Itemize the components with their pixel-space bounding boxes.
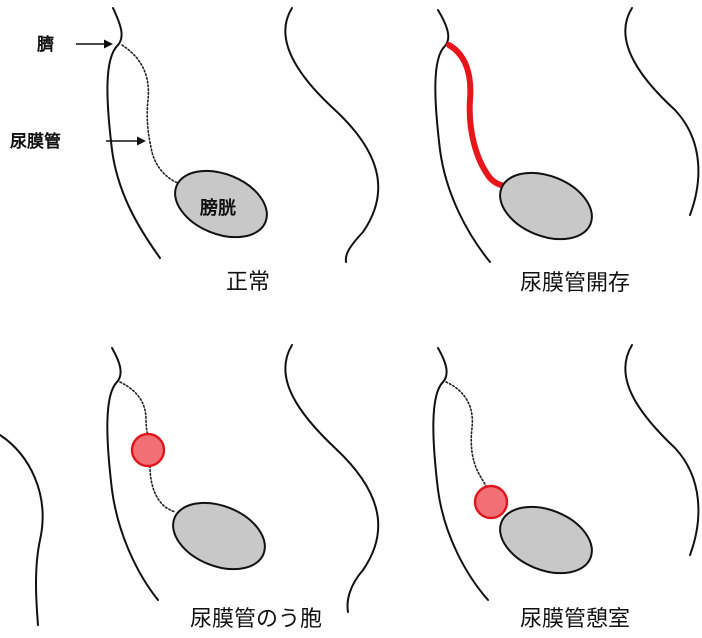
navel-label: 臍 — [37, 34, 54, 55]
panel-caption-patent: 尿膜管開存 — [520, 271, 630, 296]
panel-caption-normal: 正常 — [226, 270, 270, 295]
front-body-outline — [106, 347, 159, 601]
panel-normal: 膀胱 臍 尿膜管 正常 — [10, 7, 380, 295]
front-body-outline — [432, 347, 489, 601]
panel-patent-urachus: 尿膜管開存 — [434, 7, 700, 296]
panel-caption-diverticulum: 尿膜管憩室 — [520, 607, 630, 632]
urachal-cyst-circle — [130, 432, 166, 468]
back-body-outline — [624, 344, 700, 556]
panel-urachal-cyst: 尿膜管のう胞 — [0, 344, 380, 632]
back-body-outline — [624, 7, 700, 216]
bladder-shape — [174, 169, 268, 239]
urachus-dotted-upper — [119, 381, 149, 437]
urachus-label: 尿膜管 — [10, 131, 61, 152]
urachus-dotted-line — [445, 381, 487, 487]
left-partial-outline — [0, 434, 44, 626]
bladder-shape — [172, 501, 266, 571]
bladder-label: 膀胱 — [199, 197, 236, 219]
front-body-outline — [434, 9, 491, 263]
urachus-arrowhead — [137, 136, 146, 146]
patent-urachus-red-line — [446, 42, 508, 189]
urachal-diverticulum-circle — [473, 484, 509, 520]
urachus-dotted-lower — [149, 465, 176, 513]
back-body-outline — [284, 7, 380, 263]
bladder-shape — [499, 171, 593, 241]
urachus-dotted-line — [121, 44, 179, 184]
panel-urachal-diverticulum: 尿膜管憩室 — [432, 344, 700, 632]
back-body-outline — [284, 344, 380, 613]
navel-arrowhead — [104, 39, 113, 49]
bladder-shape — [499, 505, 593, 575]
front-body-outline — [106, 7, 161, 259]
panel-caption-cyst: 尿膜管のう胞 — [190, 607, 322, 632]
